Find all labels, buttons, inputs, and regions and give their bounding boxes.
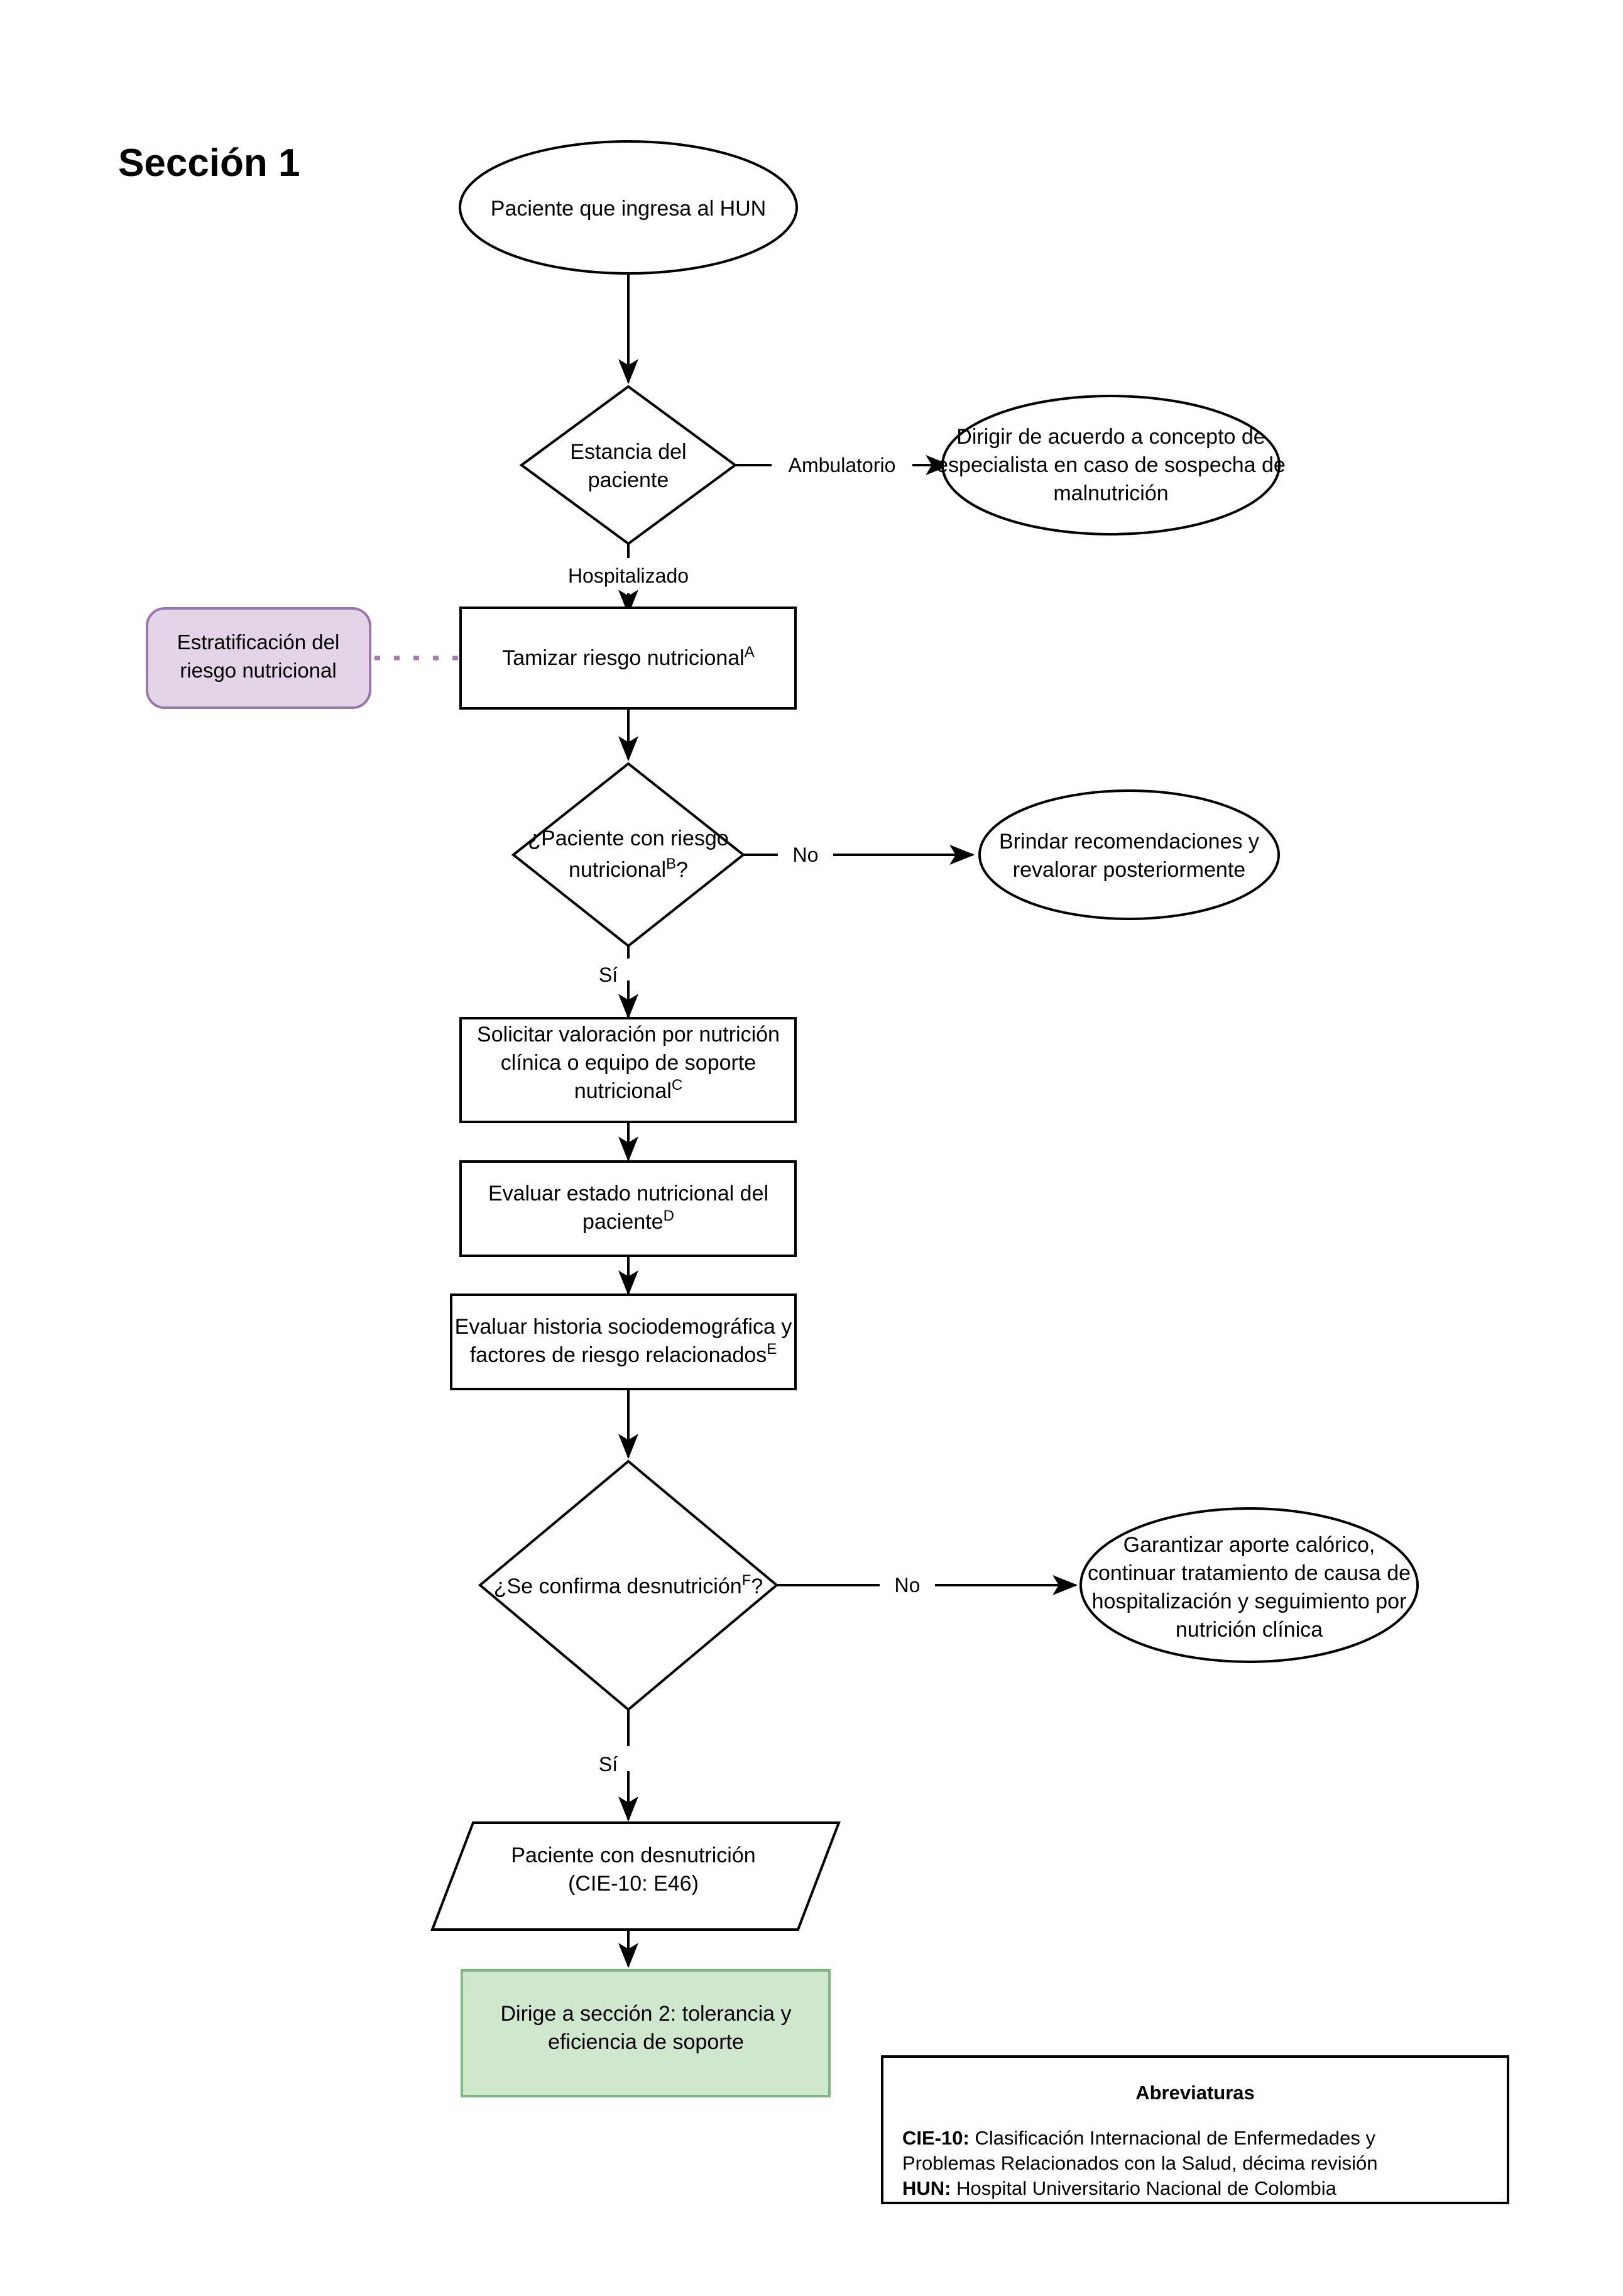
annotation-estratificacion-line2: riesgo nutricional bbox=[180, 659, 336, 682]
node-evaluar-estado-box bbox=[459, 1160, 797, 1257]
node-brindar-out-line2: revalorar posteriormente bbox=[1013, 858, 1245, 882]
node-start-label: Paciente que ingresa al HUN bbox=[491, 197, 766, 221]
node-decision-estancia-line1: Estancia del bbox=[570, 440, 686, 464]
node-solicitar-line1: Solicitar valoración por nutrición bbox=[477, 1023, 780, 1046]
node-ambulatorio-out-line3: malnutrición bbox=[1053, 481, 1168, 505]
node-ambulatorio-out-line1: Dirigir de acuerdo a concepto de bbox=[956, 425, 1265, 449]
node-paciente-desnutricion-parallelogram bbox=[430, 1821, 841, 1931]
node-decision-desnutricion-line1: ¿Se confirma desnutriciónF? bbox=[494, 1572, 763, 1599]
node-evaluar-estado-line2: pacienteD bbox=[582, 1207, 674, 1234]
node-decision-estancia bbox=[519, 385, 738, 546]
node-paciente-desnutricion-line1: Paciente con desnutrición bbox=[511, 1843, 755, 1867]
node-evaluar-historia-line1: Evaluar historia sociodemográfica y bbox=[455, 1315, 792, 1339]
edge-label-hospitalizado: Hospitalizado bbox=[568, 564, 689, 587]
node-ambulatorio-out-line2: especialista en caso de sospecha de bbox=[936, 453, 1286, 477]
annotation-estratificacion-line1: Estratificación del bbox=[177, 630, 340, 654]
annotation-estratificacion-box bbox=[146, 607, 371, 709]
legend-item-cie10-line1: CIE-10: Clasificación Internacional de E… bbox=[902, 2127, 1375, 2149]
node-evaluar-historia-line2: factores de riesgo relacionadosE bbox=[470, 1341, 777, 1368]
node-garantizar-out-line4: nutrición clínica bbox=[1176, 1618, 1323, 1642]
node-solicitar-line3: nutricionalC bbox=[574, 1077, 682, 1104]
node-decision-riesgo-line1: ¿Paciente con riesgo bbox=[528, 827, 728, 850]
node-evaluar-estado-line1: Evaluar estado nutricional del bbox=[488, 1182, 768, 1206]
node-brindar-out-line1: Brindar recomendaciones y bbox=[999, 830, 1259, 854]
node-dirige-seccion2-line2: eficiencia de soporte bbox=[548, 2030, 744, 2054]
node-ambulatorio-out-oval bbox=[941, 395, 1281, 536]
node-evaluar-historia-box bbox=[450, 1294, 797, 1390]
edge-label-desnutricion-si: Sí bbox=[599, 1753, 618, 1776]
node-decision-riesgo-line2: nutricionalB? bbox=[569, 855, 688, 882]
legend-item-hun-line1: HUN: Hospital Universitario Nacional de … bbox=[902, 2177, 1337, 2199]
node-dirige-seccion2-box bbox=[461, 1969, 831, 2097]
legend-title: Abreviaturas bbox=[1135, 2082, 1255, 2104]
edge-label-riesgo-si: Sí bbox=[599, 964, 618, 986]
legend-item-cie10-line2: Problemas Relacionados con la Salud, déc… bbox=[902, 2152, 1377, 2174]
legend-abbreviations-box bbox=[881, 2055, 1509, 2204]
node-decision-riesgo bbox=[511, 762, 746, 948]
node-garantizar-out-line3: hospitalización y seguimiento por bbox=[1092, 1590, 1407, 1613]
node-garantizar-out-line1: Garantizar aporte calórico, bbox=[1123, 1533, 1375, 1557]
node-garantizar-out-oval bbox=[1079, 1507, 1419, 1663]
node-dirige-seccion2-line1: Dirige a sección 2: tolerancia y bbox=[500, 2002, 791, 2026]
node-solicitar-box bbox=[459, 1017, 797, 1123]
edge-label-ambulatorio: Ambulatorio bbox=[789, 454, 896, 476]
node-solicitar-line2: clínica o equipo de soporte bbox=[501, 1051, 756, 1075]
node-brindar-out-oval bbox=[978, 789, 1280, 920]
edge-label-riesgo-no: No bbox=[793, 843, 819, 866]
edge-label-desnutricion-no: No bbox=[895, 1574, 921, 1596]
node-decision-estancia-line2: paciente bbox=[588, 468, 669, 492]
node-tamizar-box bbox=[459, 607, 797, 710]
page-title: Sección 1 bbox=[118, 141, 300, 185]
node-garantizar-out-line2: continuar tratamiento de causa de bbox=[1088, 1561, 1411, 1585]
node-tamizar-label: Tamizar riesgo nutricionalA bbox=[502, 644, 755, 671]
node-paciente-desnutricion-line2: (CIE-10: E46) bbox=[568, 1872, 699, 1896]
